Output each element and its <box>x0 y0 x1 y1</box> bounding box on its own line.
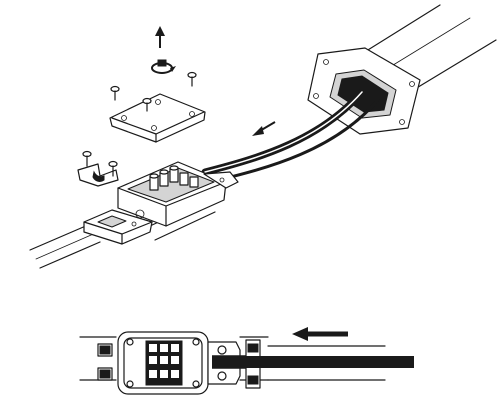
rotate-icon <box>151 59 176 74</box>
terminal-block <box>149 165 199 191</box>
lift-arrow <box>155 26 165 48</box>
terminal-block-grid <box>145 340 183 386</box>
screw <box>142 97 152 112</box>
clamp-screws <box>82 150 118 177</box>
mounting-bracket <box>83 209 153 245</box>
cable-insert-arrow <box>292 327 348 341</box>
screw <box>108 160 118 177</box>
screw <box>82 150 92 167</box>
cable-bundle <box>212 345 414 381</box>
end-bracket-left <box>97 343 113 381</box>
pole-tube <box>354 4 497 93</box>
cable-pull-arrow <box>252 121 276 136</box>
screw <box>110 85 120 101</box>
lid-screws <box>110 71 197 112</box>
screw <box>187 71 197 87</box>
junction-box-lid <box>109 93 206 143</box>
cable-pair <box>201 88 380 184</box>
cable-clamp <box>77 163 119 187</box>
